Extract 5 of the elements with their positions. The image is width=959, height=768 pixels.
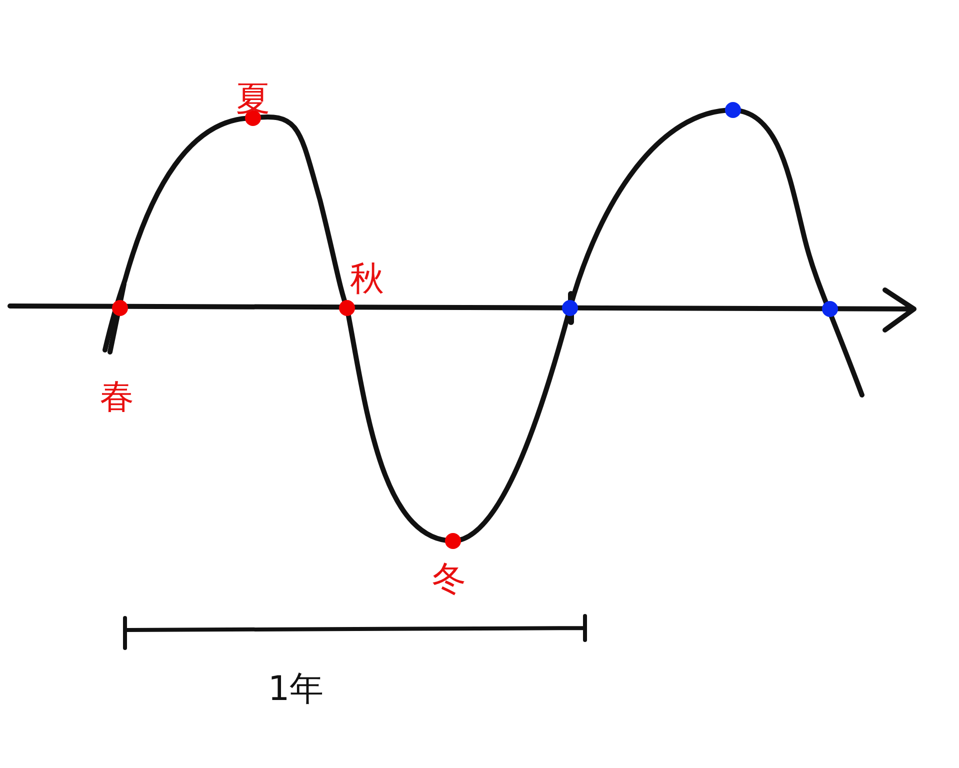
season-label: 春 [100, 380, 134, 414]
season-label: 秋 [350, 262, 384, 296]
season-label: 冬 [432, 562, 466, 596]
season-label: 夏 [236, 82, 270, 116]
duration-label: 1年 [268, 672, 324, 706]
